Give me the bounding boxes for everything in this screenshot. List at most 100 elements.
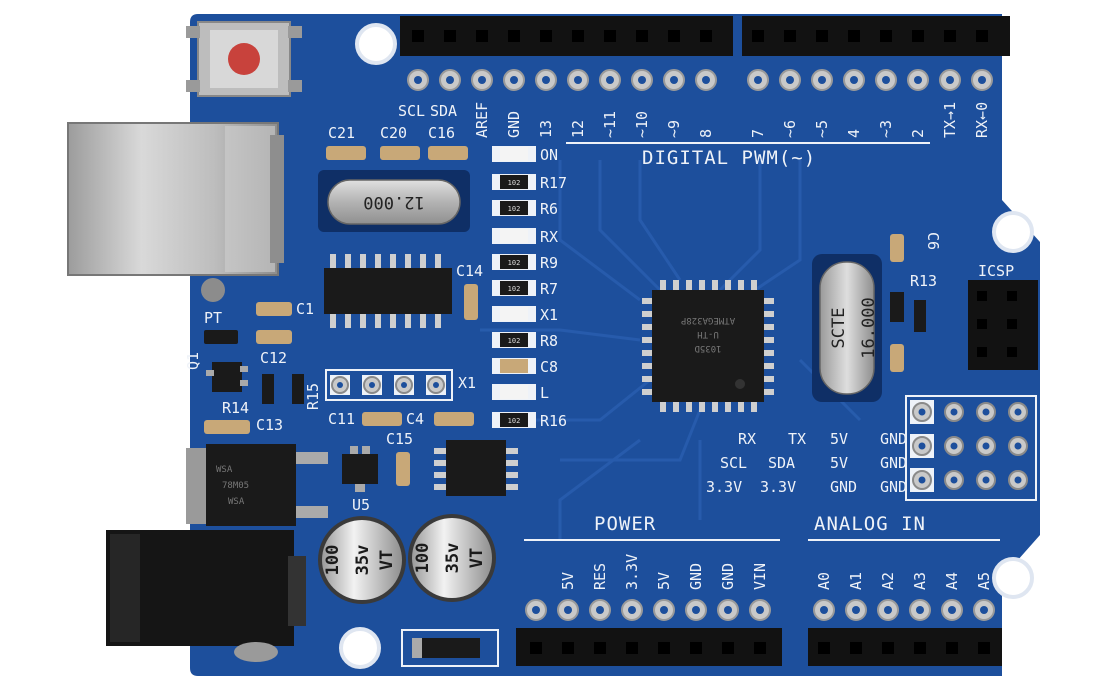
soic8-chip xyxy=(434,440,518,496)
top-pad-hole xyxy=(574,76,582,84)
r15-label: R15 xyxy=(304,383,322,410)
top-pad-hole xyxy=(414,76,422,84)
pin-grid-hole xyxy=(1014,442,1022,450)
header-hole xyxy=(700,30,712,42)
r13-label: R13 xyxy=(910,272,937,290)
analog-label: ANALOG IN xyxy=(814,513,926,535)
res-code: 102 xyxy=(508,337,521,345)
smd-cap xyxy=(500,359,528,373)
smd-caps-top xyxy=(326,146,468,160)
mcu-pin xyxy=(764,298,774,304)
side-label: R17 xyxy=(540,174,567,192)
c4-cap xyxy=(434,412,474,426)
top-pin-label: ~11 xyxy=(601,111,619,138)
top-pad-hole xyxy=(978,76,986,84)
chip-pin xyxy=(420,254,426,268)
top-pad-hole xyxy=(542,76,550,84)
pin-grid-hole xyxy=(918,408,926,416)
pt-fuse xyxy=(204,330,238,344)
pin-grid-hole xyxy=(982,408,990,416)
mcu-pin xyxy=(642,376,652,382)
top-pad-hole xyxy=(850,76,858,84)
mcu-pin xyxy=(738,280,744,290)
res-code: 102 xyxy=(508,205,521,213)
bottom-pad-hole xyxy=(532,606,540,614)
mcu-pin xyxy=(764,337,774,343)
c6-cap xyxy=(890,234,904,262)
pin-grid-label: 3.3V xyxy=(706,478,742,496)
cap1-value: 100 xyxy=(323,545,343,576)
mcu-pin xyxy=(764,363,774,369)
header-hole xyxy=(848,30,860,42)
header-hole xyxy=(668,30,680,42)
c6-label: C6 xyxy=(924,232,942,250)
pin-grid-hole xyxy=(918,476,926,484)
chip-pin xyxy=(506,460,518,466)
top-pin-label: ~9 xyxy=(665,120,683,138)
pin-grid-hole xyxy=(982,476,990,484)
bottom-pad-hole xyxy=(916,606,924,614)
bottom-pad-hole xyxy=(948,606,956,614)
pin-grid-outline xyxy=(905,395,1037,501)
svg-text:12.000: 12.000 xyxy=(363,192,424,212)
c16-label: C16 xyxy=(428,124,455,142)
r-res xyxy=(914,300,926,332)
header-hole xyxy=(784,30,796,42)
pin-grid-label: 3.3V xyxy=(760,478,796,496)
pin-grid-label: TX xyxy=(788,430,806,448)
top-pad-hole xyxy=(882,76,890,84)
c13-cap xyxy=(204,420,250,434)
mcu-pin xyxy=(686,402,692,412)
top-header-right xyxy=(742,16,1010,56)
side-label: C8 xyxy=(540,358,558,376)
top-pad-hole xyxy=(946,76,954,84)
mcu-pin xyxy=(642,324,652,330)
header-hole xyxy=(540,30,552,42)
smd-led xyxy=(500,385,528,399)
smd-led xyxy=(500,147,528,161)
crystal2-sub: SCTE xyxy=(829,308,849,349)
chip-pin xyxy=(375,254,381,268)
c4-label: C4 xyxy=(406,410,424,428)
reg-part: 78M05 xyxy=(222,481,249,491)
atmega-mcu: ATMEGA328P U-TH 1035D xyxy=(642,280,774,412)
top-pin-label: ~10 xyxy=(633,111,651,138)
pin-grid-hole xyxy=(918,442,926,450)
r14-label: R14 xyxy=(222,399,249,417)
header-hole xyxy=(946,642,958,654)
mount-hole xyxy=(992,211,1034,253)
pin-grid-label: GND xyxy=(880,454,907,472)
top-pin-label: 7 xyxy=(749,129,767,138)
cap2-voltage: 35v xyxy=(443,543,463,574)
chip-pin xyxy=(390,254,396,268)
u5-label: U5 xyxy=(352,496,370,514)
top-pin-label: AREF xyxy=(473,102,491,138)
top-pin-label: ~5 xyxy=(813,120,831,138)
power-pin-label: VIN xyxy=(751,563,769,590)
analog-header xyxy=(808,628,1002,666)
side-label: RX xyxy=(540,228,558,246)
smd-resistor xyxy=(500,281,528,295)
res-code: 102 xyxy=(508,285,521,293)
side-label: R8 xyxy=(540,332,558,350)
header-holes xyxy=(412,30,988,42)
bottom-pad-hole xyxy=(756,606,764,614)
top-pad-hole xyxy=(786,76,794,84)
usb-serial-chip xyxy=(324,254,452,328)
chip-pin xyxy=(330,314,336,328)
crystal2-freq: 16.000 xyxy=(859,297,879,358)
power-pin-label: 5V xyxy=(559,572,577,590)
mount-hole xyxy=(339,627,381,669)
header-hole xyxy=(722,642,734,654)
c20-label: C20 xyxy=(380,124,407,142)
top-pin-label: SDA xyxy=(430,102,457,120)
reg-brand: WSA xyxy=(216,465,233,475)
side-label: X1 xyxy=(540,306,558,324)
chip-pin xyxy=(506,448,518,454)
mcu-pin xyxy=(642,298,652,304)
header-hole xyxy=(818,642,830,654)
mcu-pin xyxy=(699,280,705,290)
x1-outline xyxy=(325,369,453,401)
